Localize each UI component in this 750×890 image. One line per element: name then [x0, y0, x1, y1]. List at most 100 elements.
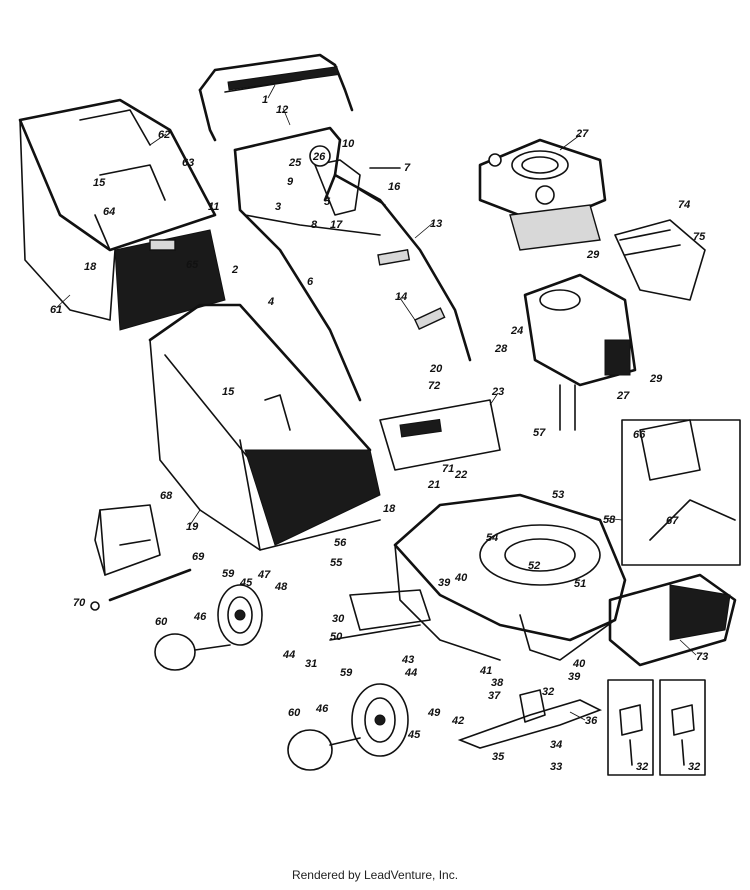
grass-bag-front — [148, 303, 381, 551]
label-45b: 45 — [407, 729, 421, 741]
label-40a: 40 — [454, 572, 468, 584]
label-49: 49 — [427, 707, 441, 719]
label-59a: 59 — [222, 568, 235, 580]
label-11: 11 — [208, 201, 219, 213]
engine-top — [478, 138, 607, 251]
label-13: 13 — [430, 218, 442, 230]
label-39a: 39 — [438, 577, 451, 589]
rear-deflector — [379, 399, 501, 471]
label-10: 10 — [342, 138, 355, 150]
label-63: 63 — [182, 157, 194, 169]
rear-axle — [329, 589, 431, 641]
label-75: 75 — [693, 231, 706, 243]
label-25: 25 — [288, 157, 302, 169]
label-69: 69 — [192, 551, 205, 563]
label-54: 54 — [486, 532, 498, 544]
inset-adapter-a — [607, 679, 654, 776]
label-52: 52 — [528, 560, 540, 572]
label-14: 14 — [395, 291, 407, 303]
label-38: 38 — [491, 677, 504, 689]
label-36: 36 — [585, 715, 598, 727]
label-45a: 45 — [239, 577, 253, 589]
label-18b: 18 — [383, 503, 396, 515]
mower-deck — [393, 493, 627, 661]
label-12: 12 — [276, 104, 288, 116]
label-73: 73 — [696, 651, 708, 663]
upper-handle — [198, 53, 354, 142]
blade — [457, 689, 602, 749]
air-filter-cover — [614, 219, 706, 301]
label-33: 33 — [550, 761, 562, 773]
grass-bag-rear — [18, 98, 226, 331]
label-28: 28 — [494, 343, 508, 355]
footer-credit: Rendered by LeadVenture, Inc. — [291, 868, 459, 882]
label-51: 51 — [574, 578, 586, 590]
label-1: 1 — [262, 94, 268, 106]
label-21: 21 — [427, 479, 440, 491]
label-53: 53 — [552, 489, 564, 501]
label-74: 74 — [678, 199, 690, 211]
label-46b: 46 — [315, 703, 329, 715]
label-20: 20 — [429, 363, 443, 375]
label-16: 16 — [388, 181, 401, 193]
label-60a: 60 — [155, 616, 168, 628]
label-68: 68 — [160, 490, 173, 502]
label-24: 24 — [510, 325, 523, 337]
label-3: 3 — [275, 201, 281, 213]
side-chute — [608, 573, 737, 667]
label-7: 7 — [404, 162, 411, 174]
label-55: 55 — [330, 557, 343, 569]
label-8: 8 — [311, 219, 318, 231]
label-31: 31 — [305, 658, 317, 670]
label-64: 64 — [103, 206, 115, 218]
label-71: 71 — [442, 463, 454, 475]
part-labels: 1 2 3 4 5 6 7 8 9 10 11 12 13 14 15 15 1… — [50, 94, 708, 773]
label-5: 5 — [324, 196, 331, 208]
label-15b: 15 — [222, 386, 235, 398]
lower-handle — [233, 126, 472, 402]
label-27b: 27 — [616, 390, 630, 402]
label-47: 47 — [257, 569, 271, 581]
label-29a: 29 — [586, 249, 600, 261]
label-44a: 44 — [282, 649, 295, 661]
leader-lines — [55, 84, 697, 721]
label-32b: 32 — [636, 761, 648, 773]
label-35: 35 — [492, 751, 505, 763]
engine-bottom — [523, 273, 637, 431]
label-56: 56 — [334, 537, 347, 549]
label-67: 67 — [666, 515, 679, 527]
label-2: 2 — [231, 264, 238, 276]
label-17: 17 — [330, 219, 343, 231]
label-59b: 59 — [340, 667, 353, 679]
label-50: 50 — [330, 631, 343, 643]
label-46a: 46 — [193, 611, 207, 623]
label-32a: 32 — [542, 686, 554, 698]
label-43: 43 — [401, 654, 414, 666]
rear-wheel — [154, 584, 263, 671]
label-66: 66 — [633, 429, 646, 441]
front-wheel — [287, 683, 409, 771]
label-9: 9 — [287, 176, 294, 188]
label-42: 42 — [451, 715, 464, 727]
label-39b: 39 — [568, 671, 581, 683]
label-18a: 18 — [84, 261, 97, 273]
label-57: 57 — [533, 427, 546, 439]
inset-mulch-detail — [621, 419, 741, 566]
inset-adapter-b — [659, 679, 706, 776]
label-27a: 27 — [575, 128, 589, 140]
label-58: 58 — [603, 514, 616, 526]
label-48: 48 — [274, 581, 288, 593]
label-29b: 29 — [649, 373, 663, 385]
label-34: 34 — [550, 739, 562, 751]
label-40b: 40 — [572, 658, 586, 670]
label-19: 19 — [186, 521, 199, 533]
label-37: 37 — [488, 690, 501, 702]
label-32c: 32 — [688, 761, 700, 773]
label-60b: 60 — [288, 707, 301, 719]
label-65: 65 — [186, 259, 199, 271]
label-23: 23 — [491, 386, 504, 398]
label-26: 26 — [312, 151, 326, 163]
label-70: 70 — [73, 597, 86, 609]
label-72: 72 — [428, 380, 440, 392]
